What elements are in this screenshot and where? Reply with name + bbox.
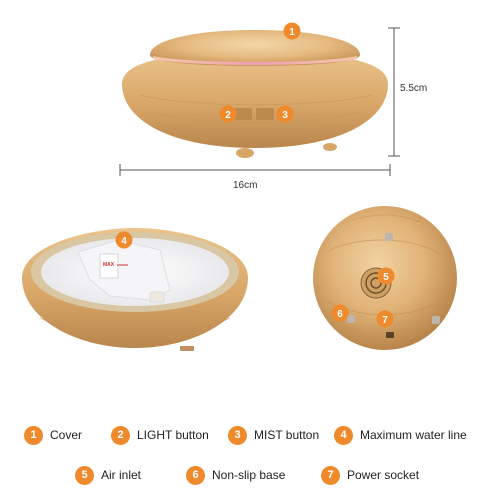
callout-badge-7: 7 [376,310,394,328]
legend-item-mist-button: 3 MIST button [228,425,319,445]
parts-legend: 1 Cover 2 LIGHT button 3 MIST button 4 M… [0,418,500,500]
legend-label: Non-slip base [212,468,286,482]
legend-label: MIST button [254,428,320,442]
legend-item-non-slip-base: 6 Non-slip base [186,465,285,485]
callout-badge-1: 1 [283,22,301,40]
svg-text:7: 7 [382,315,388,326]
legend-label: Cover [50,428,83,442]
svg-text:6: 6 [337,309,343,320]
legend-item-cover: 1 Cover [24,425,82,445]
legend-badge: 7 [321,465,340,485]
callout-badge-3: 3 [276,105,294,123]
height-dimension: 5.5cm [388,27,427,157]
svg-text:4: 4 [121,236,127,247]
diffuser-side-view [122,30,388,158]
svg-text:5: 5 [383,272,389,283]
legend-item-max-water-line: 4 Maximum water line [334,425,467,445]
callout-badge-5: 5 [377,267,395,285]
legend-item-light-button: 2 LIGHT button [111,425,209,445]
svg-text:1: 1 [289,27,295,38]
legend-item-air-inlet: 5 Air inlet [75,465,141,485]
callout-badge-6: 6 [331,304,349,322]
width-dimension: 16cm [119,164,391,191]
legend-badge: 3 [228,425,247,445]
legend-badge: 1 [24,425,43,445]
callout-badge-2: 2 [219,105,237,123]
legend-label: Power socket [347,468,420,482]
width-label: 16cm [233,180,257,191]
svg-text:2: 2 [225,110,231,121]
height-label: 5.5cm [400,83,427,94]
legend-badge: 5 [75,465,94,485]
callout-badge-4: 4 [115,231,133,249]
legend-label: Maximum water line [360,428,467,442]
legend-badge: 4 [334,425,353,445]
svg-text:3: 3 [282,110,288,121]
diffuser-open-view: MAX [22,228,248,351]
legend-item-power-socket: 7 Power socket [321,465,419,485]
legend-badge: 2 [111,425,130,445]
legend-label: Air inlet [101,468,142,482]
max-water-label: MAX [103,262,115,268]
legend-badge: 6 [186,465,205,485]
legend-label: LIGHT button [137,428,209,442]
